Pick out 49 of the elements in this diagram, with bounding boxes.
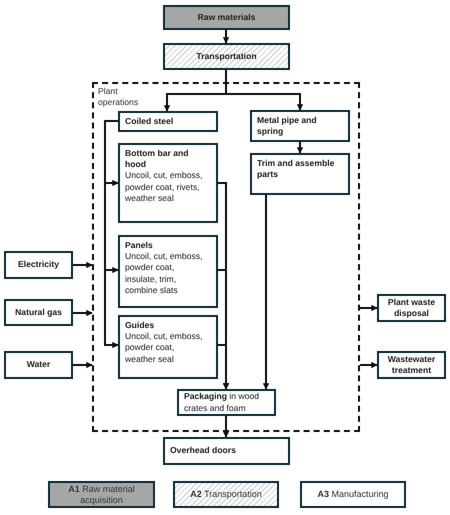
box-label: Natural gas [15, 306, 62, 318]
process-box [250, 110, 350, 142]
boundary-label: Plant operations [98, 86, 140, 108]
arrow [104, 120, 119, 348]
box-label: Electricity [18, 259, 60, 271]
process-box [118, 235, 218, 308]
box-heading: Guides [125, 320, 154, 332]
arrow [218, 344, 230, 390]
input-box [4, 251, 73, 279]
arrow [73, 262, 93, 268]
process-box [163, 5, 290, 30]
box-label: Coiled steel [125, 116, 174, 128]
process-box [177, 389, 276, 416]
arrow [360, 362, 378, 368]
output-box [377, 294, 446, 322]
output-box [377, 351, 446, 379]
arrow [73, 362, 93, 368]
arrow [222, 416, 230, 438]
boundary-box [92, 82, 360, 432]
input-box [4, 299, 73, 326]
box-label: Transportation [196, 50, 257, 62]
process-box [163, 43, 290, 70]
legend-label: A2 Transportation [190, 489, 262, 500]
arrow [262, 195, 270, 390]
box-label: Trim and assemble parts [257, 158, 336, 180]
arrow [222, 30, 230, 44]
process-box [118, 315, 218, 379]
process-box [250, 153, 350, 195]
box-description: Uncoil, cut, emboss, powder coat, weather seal [125, 331, 204, 365]
box-heading: Bottom bar and hood [125, 148, 190, 170]
box-label: Wastewater treatment [386, 354, 436, 376]
box-label: Water [26, 359, 50, 371]
box-label: Metal pipe and spring [257, 114, 318, 138]
arrow [73, 310, 93, 316]
arrow [360, 304, 378, 312]
box-label: Overhead doors [170, 445, 236, 457]
product-box [163, 437, 290, 465]
box-heading: Panels [125, 240, 153, 252]
box-description: Uncoil, cut, emboss, powder coat, insulate, trim, combine slats [125, 251, 204, 296]
process-box [118, 143, 218, 223]
arrow [296, 142, 304, 154]
box-description: Uncoil, cut, emboss, powder coat, rivets, weather seal [125, 170, 204, 204]
box-label: Packaging in wood crates and foam [184, 391, 260, 414]
legend-label: A1 Raw material acquisition [67, 484, 136, 506]
process-box [118, 111, 218, 132]
box-label: Plant waste disposal [386, 296, 436, 320]
legend-label: A3 Manufacturing [317, 489, 389, 500]
box-label: Raw materials [198, 12, 256, 24]
input-box [4, 351, 73, 379]
